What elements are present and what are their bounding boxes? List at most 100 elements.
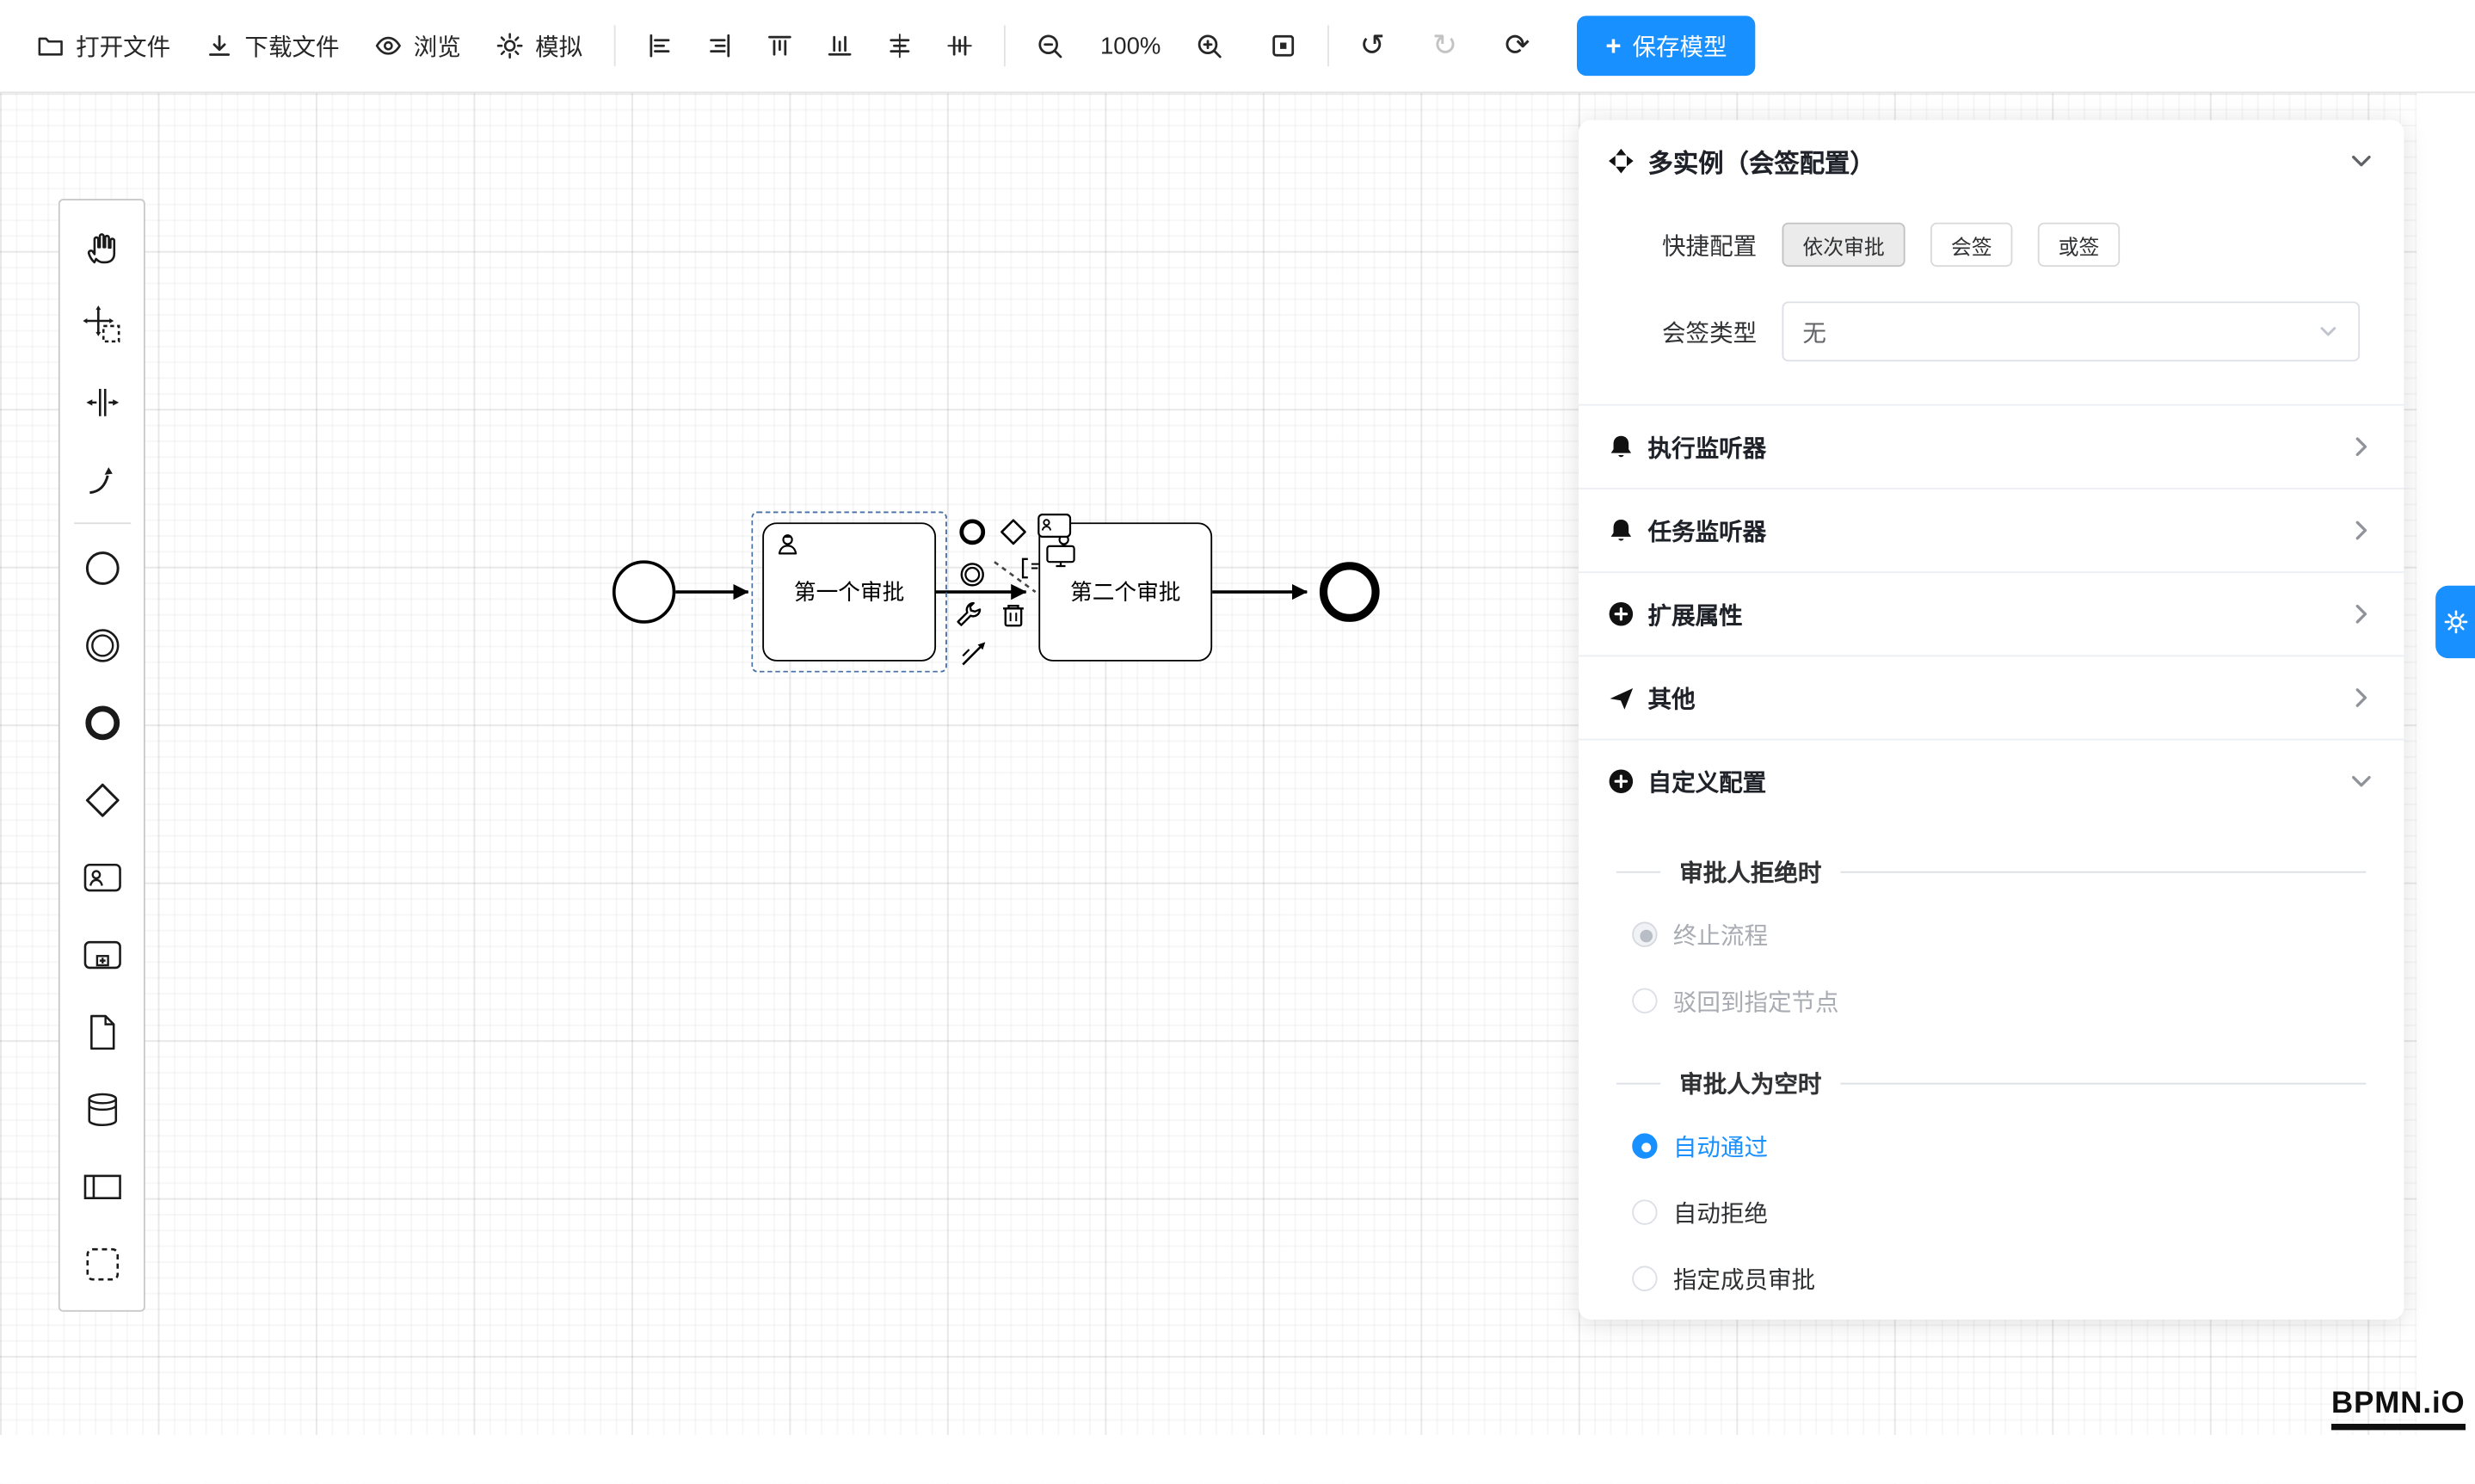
create-data-store[interactable] [63,1070,140,1148]
chevron-down-icon [2347,147,2375,175]
open-file-button[interactable]: 打开文件 [19,18,188,73]
create-gateway[interactable] [63,760,140,838]
section-extended-properties[interactable]: 扩展属性 [1578,571,2404,655]
align-left-button[interactable] [630,21,690,71]
radio-disabled-checked [1632,921,1658,947]
option-auto-pass[interactable]: 自动通过 [1616,1113,2367,1179]
section-custom-config[interactable]: 自定义配置 [1578,738,2404,822]
custom-config-content: 审批人拒绝时 终止流程 驳回到指定节点 审批人为空时 [1579,854,2404,1312]
space-tool[interactable] [63,363,140,440]
create-user-task[interactable] [63,838,140,915]
zoom-in-button[interactable] [1179,20,1241,72]
sign-type-row: 会签类型 无 [1579,287,2404,376]
save-model-button[interactable]: + 保存模型 [1577,15,1756,77]
align-top-button[interactable] [750,21,810,71]
hand-tool[interactable] [63,208,140,286]
empty-title: 审批人为空时 [1679,1070,1822,1099]
section-label: 扩展属性 [1647,601,1743,630]
align-right-button[interactable] [690,21,750,71]
space-tool-icon [85,388,119,416]
redo-button[interactable]: ↻ [1416,20,1473,72]
create-end-event[interactable] [63,683,140,760]
panel-header[interactable]: 多实例（会签配置） [1579,120,2404,201]
lasso-tool[interactable] [63,286,140,363]
chip-or-sign[interactable]: 或签 [2037,222,2121,268]
chevron-right-icon [2347,683,2375,711]
preview-button[interactable]: 浏览 [357,18,478,73]
align-bottom-button[interactable] [810,21,870,71]
create-intermediate-event[interactable] [63,607,140,684]
gateway-icon [84,782,119,816]
create-participant[interactable] [63,1148,140,1225]
mini-user-task-icon [1037,514,1072,538]
context-append-gateway[interactable] [998,516,1030,548]
option-assign-member-approval[interactable]: 指定成员审批 [1616,1246,2367,1312]
end-event-icon [84,705,120,740]
eye-icon [374,32,403,60]
align-center-horizontal-button[interactable] [870,21,930,71]
simulate-label: 模拟 [535,34,583,61]
task-shape-2[interactable]: 第二个审批 [1038,522,1213,662]
intermediate-event-icon [85,628,119,662]
hand-icon [86,232,115,263]
chip-sequential-approval[interactable]: 依次审批 [1782,222,1906,268]
divider-title-reject: 审批人拒绝时 [1616,854,2367,889]
download-icon [206,32,234,60]
context-append-screen[interactable] [1045,545,1077,569]
undo-icon: ↺ [1359,28,1385,63]
context-change-type[interactable] [953,600,985,631]
section-label: 自定义配置 [1647,769,1767,797]
data-object-icon [89,1013,114,1050]
user-icon [775,532,800,557]
simulate-button[interactable]: 模拟 [478,18,600,73]
sign-type-select[interactable]: 无 [1782,301,2361,362]
context-connect[interactable] [958,637,990,669]
mini-screen-icon [1046,545,1075,568]
section-task-listener[interactable]: 任务监听器 [1578,487,2404,571]
align-bottom-icon [828,35,852,56]
append-end-event-icon [959,519,986,545]
lasso-icon [82,305,120,342]
bell-icon [1607,433,1635,461]
toolbar-divider [613,25,616,67]
create-data-object[interactable] [63,993,140,1070]
context-append-intermediate-event[interactable] [957,559,988,591]
context-append-user-task[interactable] [1037,513,1072,538]
section-other[interactable]: 其他 [1578,655,2404,738]
global-connect-tool[interactable] [63,440,140,518]
create-start-event[interactable] [63,529,140,607]
zoom-out-button[interactable] [1019,20,1081,72]
context-delete[interactable] [998,600,1030,631]
download-file-button[interactable]: 下载文件 [188,18,356,73]
context-append-annotation[interactable] [1017,554,1045,582]
refresh-button[interactable]: ⟳ [1489,20,1546,72]
chevron-down-icon [2347,767,2375,796]
connect-arrow-icon [962,642,986,666]
top-toolbar: 打开文件 下载文件 浏览 模拟 [0,0,2475,94]
start-event-shape[interactable] [612,560,676,624]
multi-instance-icon [1607,147,1635,175]
bpmn-io-logo[interactable]: BPMN.iO [2331,1388,2466,1431]
chip-countersign[interactable]: 会签 [1930,222,2013,268]
context-append-end-event[interactable] [957,516,988,548]
diagram-canvas[interactable]: 第一个审批 第二个审批 [0,93,2475,1484]
gear-icon [2444,610,2468,634]
fit-viewport-button[interactable] [1254,21,1314,71]
end-event-shape[interactable] [1319,562,1380,622]
align-center-vertical-button[interactable] [930,21,990,71]
option-auto-reject[interactable]: 自动拒绝 [1616,1179,2367,1246]
annotation-icon [1021,557,1040,579]
simulate-gear-icon [496,32,524,60]
section-execution-listener[interactable]: 执行监听器 [1578,403,2404,488]
settings-tab[interactable] [2435,585,2475,659]
send-icon [1607,683,1635,711]
task-shape-1[interactable]: 第一个审批 [762,522,937,662]
panel-title: 多实例（会签配置） [1647,151,1875,179]
palette-divider [73,522,131,525]
create-group[interactable] [63,1225,140,1302]
option-reject-to-node: 驳回到指定节点 [1616,968,2367,1034]
undo-button[interactable]: ↺ [1344,20,1401,72]
plus-circle-icon [1607,600,1635,628]
create-subprocess[interactable] [63,915,140,993]
